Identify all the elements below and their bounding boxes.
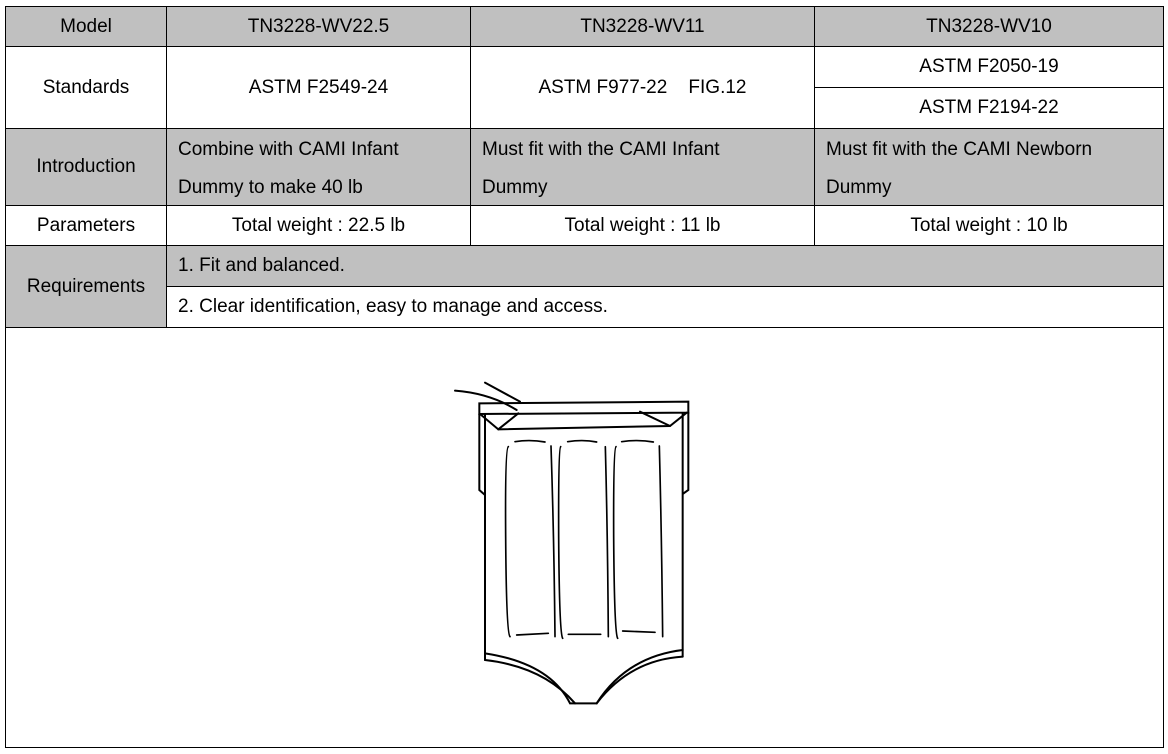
parameter-3: Total weight : 10 lb bbox=[814, 205, 1164, 246]
weight-vest-drawing bbox=[454, 381, 690, 705]
product-image-cell bbox=[5, 327, 1164, 748]
model-header-3: TN3228-WV10 bbox=[814, 6, 1164, 47]
requirement-1: 1. Fit and balanced. bbox=[166, 245, 1164, 287]
parameters-label: Parameters bbox=[5, 205, 167, 246]
standard-2: ASTM F977-22 FIG.12 bbox=[470, 46, 815, 129]
model-header-2: TN3228-WV11 bbox=[470, 6, 815, 47]
introduction-1: Combine with CAMI Infant Dummy to make 4… bbox=[166, 128, 471, 206]
standard-1: ASTM F2549-24 bbox=[166, 46, 471, 129]
introduction-3: Must fit with the CAMI Newborn Dummy bbox=[814, 128, 1164, 206]
introduction-label: Introduction bbox=[5, 128, 167, 206]
model-label: Model bbox=[5, 6, 167, 47]
standard-3a: ASTM F2050-19 bbox=[814, 46, 1164, 88]
introduction-2: Must fit with the CAMI Infant Dummy bbox=[470, 128, 815, 206]
standards-label: Standards bbox=[5, 46, 167, 129]
requirement-2: 2. Clear identification, easy to manage … bbox=[166, 286, 1164, 328]
standard-3b: ASTM F2194-22 bbox=[814, 87, 1164, 129]
requirements-label: Requirements bbox=[5, 245, 167, 328]
parameter-2: Total weight : 11 lb bbox=[470, 205, 815, 246]
model-header-1: TN3228-WV22.5 bbox=[166, 6, 471, 47]
parameter-1: Total weight : 22.5 lb bbox=[166, 205, 471, 246]
